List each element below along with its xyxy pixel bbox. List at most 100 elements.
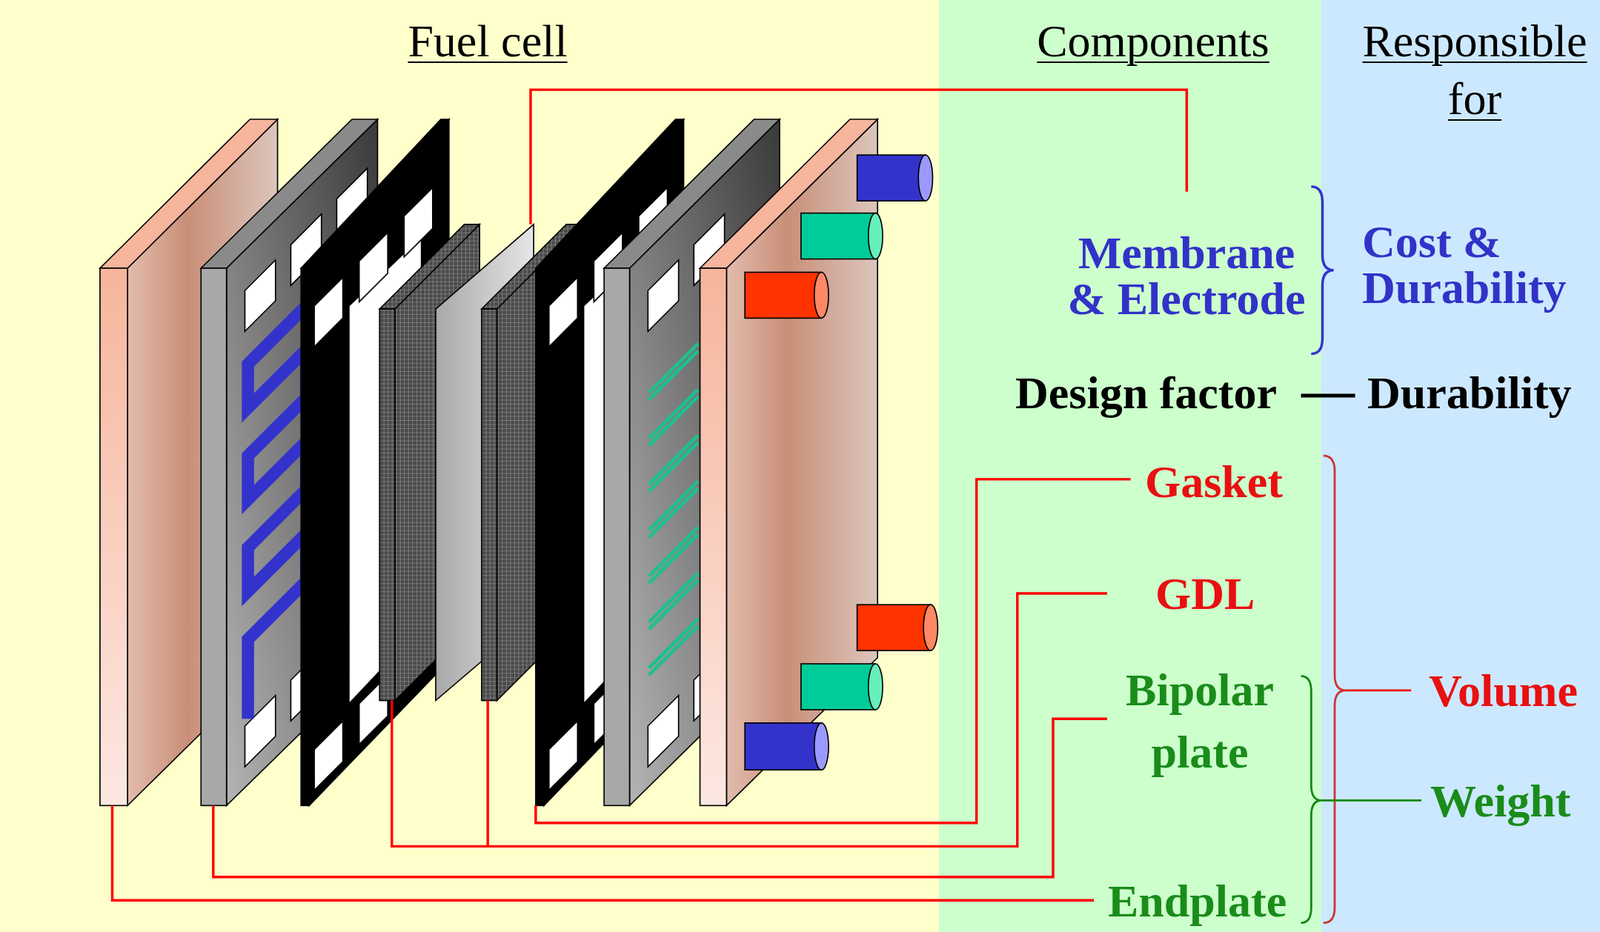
flow-channel-part: [649, 481, 699, 539]
membrane-part: [435, 224, 534, 702]
left-endplate-part: [100, 268, 128, 806]
label-anchor: Endplate: [1107, 878, 1287, 925]
right-gasket-part: [638, 187, 668, 258]
left-gasket-part: [309, 119, 450, 806]
bracket-part: [1345, 689, 1412, 692]
left-gdl-part: [394, 224, 480, 702]
leader-line-part: [530, 89, 1187, 225]
right-bipolar-plate-part: [629, 119, 780, 806]
region-band: Fuel cell: [0, 0, 939, 932]
right-bipolar-plate-part: [603, 119, 780, 269]
port-cylinder-part: [868, 664, 883, 710]
right-gasket-part: [593, 232, 623, 303]
heading-anchor: Components: [997, 17, 1309, 64]
right-gasket-part: [583, 236, 657, 704]
left-bipolar-plate-part: [290, 214, 321, 286]
component-label: Cost & Durability: [1362, 218, 1585, 311]
label-anchor: Bipolar plate: [1107, 658, 1293, 784]
right-bipolar-plate-part: [603, 268, 630, 806]
label-anchor: GDL: [1155, 570, 1255, 617]
label-anchor: Volume: [1428, 667, 1578, 714]
left-gasket-part: [349, 236, 422, 704]
left-gasket-part: [314, 721, 344, 791]
right-gasket-part: [549, 277, 579, 347]
bracket-part: [1323, 455, 1346, 923]
left-endplate-part: [100, 119, 278, 269]
label-anchor: Gasket: [1144, 458, 1283, 505]
port-cylinder-part: [744, 723, 822, 770]
port-cylinder-part: [857, 604, 931, 651]
left-gasket-part: [359, 232, 389, 303]
leader-line: [111, 89, 1187, 901]
label-anchor: Design factor: [1015, 369, 1277, 416]
flow-channel-part: [649, 343, 699, 401]
component-label: Design factor: [1015, 369, 1277, 416]
right-endplate-part: [700, 119, 879, 269]
flow-channel-part: [649, 527, 699, 584]
left-gasket-part: [403, 187, 433, 258]
left-bipolar-plate-part: [244, 695, 275, 768]
flow-channel-part: [649, 389, 699, 447]
heading-anchor: Fuel cell: [332, 17, 644, 64]
left-bipolar-plate-part: [226, 119, 378, 806]
component-label: Durability: [1367, 369, 1572, 416]
port-cylinder-part: [918, 154, 933, 201]
left-bipolar-plate-part: [290, 649, 321, 722]
left-endplate: [100, 119, 278, 806]
left-gasket-part: [300, 268, 310, 806]
port-cylinder-part: [857, 154, 926, 201]
membrane: [435, 224, 534, 702]
left-gdl-part: [379, 309, 395, 702]
flow-channel-part: [649, 435, 699, 493]
left-gdl: [379, 224, 480, 702]
left-bipolar-plate-part: [200, 268, 227, 806]
port-cylinder-part: [744, 271, 822, 318]
port-cylinder-part: [868, 213, 883, 260]
component-label: Gasket: [1144, 458, 1283, 505]
left-bipolar-plate-part: [244, 260, 275, 332]
left-bipolar-plate-part: [336, 168, 367, 240]
leader-line-part: [392, 593, 1108, 847]
right-endplate: [700, 119, 879, 806]
right-gdl: [481, 224, 582, 702]
port-cylinder-part: [814, 723, 829, 770]
port-cylinder-part: [923, 604, 938, 651]
bracket-part: [1301, 676, 1323, 924]
left-endplate-part: [127, 119, 278, 806]
left-gasket-part: [314, 277, 344, 347]
component-label: Weight: [1430, 778, 1571, 825]
left-gasket-part: [359, 675, 389, 745]
column-heading: Fuel cell: [332, 17, 644, 64]
heading-anchor: Responsible for: [1352, 11, 1598, 128]
leader-line-part: [213, 718, 1108, 877]
label-anchor: Durability: [1367, 369, 1572, 416]
right-bipolar-plate-part: [693, 214, 725, 286]
left-bipolar-plate-part: [200, 119, 378, 269]
port-cylinder-part: [801, 213, 876, 260]
right-gasket-part: [549, 721, 579, 791]
label-anchor: Cost & Durability: [1362, 218, 1585, 311]
leader-line-part: [111, 805, 1094, 901]
column-heading: Responsible for: [1352, 11, 1598, 128]
right-gasket-part: [535, 268, 544, 806]
flow-channel: [248, 306, 307, 719]
right-gasket-part: [593, 675, 623, 745]
left-gasket: [300, 119, 450, 806]
component-label: Volume: [1428, 667, 1578, 714]
flow-channel: [649, 343, 699, 676]
right-bipolar-plate: [603, 119, 780, 806]
right-gdl-part: [481, 309, 498, 702]
right-bipolar-plate-part: [693, 649, 725, 722]
component-label: Bipolar plate: [1107, 658, 1293, 784]
flow-channel-part: [649, 618, 699, 676]
flow-channel-part: [649, 573, 699, 630]
bracket-part: [1321, 799, 1422, 802]
right-bipolar-plate-part: [647, 260, 679, 332]
right-gdl-part: [497, 224, 582, 702]
port-cylinder-part: [801, 664, 876, 710]
label-anchor: Membrane & Electrode: [1064, 229, 1309, 322]
right-endplate-part: [700, 268, 728, 806]
right-bipolar-plate-part: [647, 695, 679, 768]
